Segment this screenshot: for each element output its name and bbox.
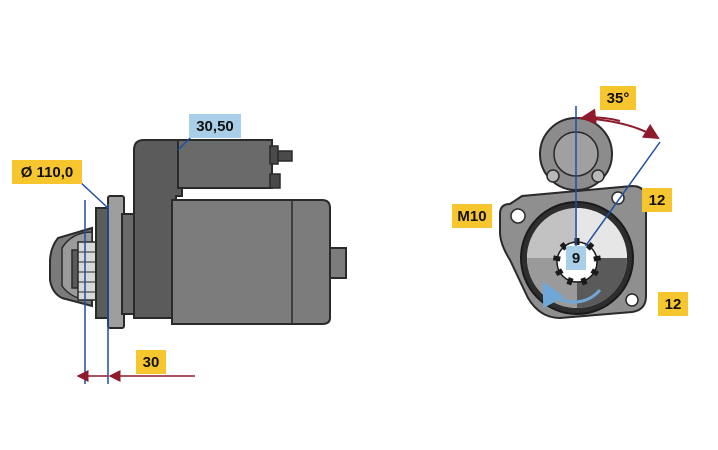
angle-lines (575, 106, 661, 262)
bolt-hole-m10 (510, 208, 526, 224)
motor-body (171, 199, 347, 325)
hole-b-label: 12 (665, 296, 682, 313)
hole-a-tag: 12 (642, 188, 672, 212)
teeth-label: 9 (572, 250, 580, 267)
mounting-flange (95, 195, 125, 329)
hole-a-label: 12 (649, 192, 666, 209)
angle-tag: 35° (600, 86, 636, 110)
side-view: 30,50 Ø 110,0 30 (12, 114, 347, 384)
thread-label: M10 (457, 208, 486, 225)
bolt-hole-lower (625, 293, 639, 307)
dimension-lines (76, 135, 195, 384)
teeth-tag: 9 (566, 246, 586, 270)
rotation-arrow (542, 281, 602, 309)
drive-neck (121, 213, 135, 315)
front-view: 9 35° M10 12 12 (452, 86, 688, 320)
diameter-tag: Ø 110,0 (12, 160, 82, 184)
pinion-gear (77, 241, 101, 301)
length-tag: 30,50 (189, 114, 241, 138)
flange-offset-label: 30 (143, 354, 160, 371)
thread-tag: M10 (452, 204, 492, 228)
flange-offset-tag: 30 (136, 350, 166, 374)
bolt-hole-upper (611, 191, 625, 205)
length-label: 30,50 (196, 118, 234, 135)
solenoid (177, 139, 293, 189)
angle-label: 35° (607, 90, 630, 107)
hole-b-tag: 12 (658, 292, 688, 316)
diameter-label: Ø 110,0 (21, 164, 74, 181)
